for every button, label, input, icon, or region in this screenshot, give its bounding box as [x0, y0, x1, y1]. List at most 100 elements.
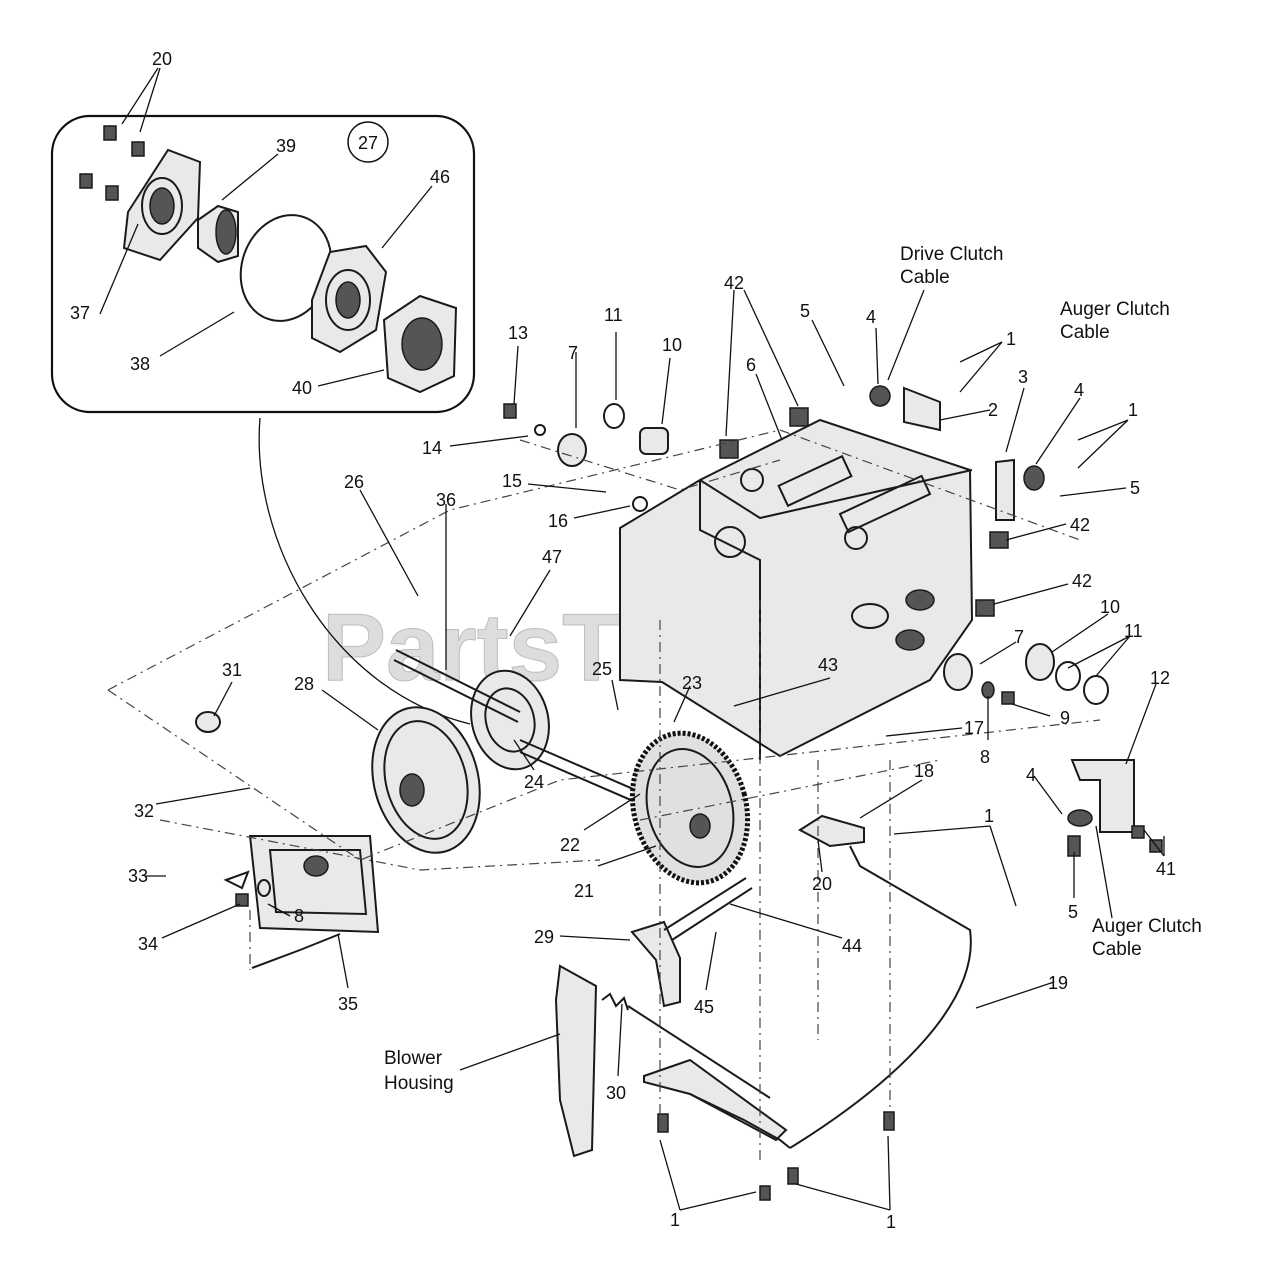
callout-1-top: 1 [1006, 329, 1016, 349]
callout-22: 22 [560, 835, 580, 855]
callout-29: 29 [534, 927, 554, 947]
callout-34: 34 [138, 934, 158, 954]
shaft-24 [519, 739, 641, 805]
svg-text:Auger Clutch: Auger Clutch [1060, 299, 1170, 320]
assembly-circle-27 [347, 121, 389, 163]
lever-29 [630, 920, 681, 1008]
callout-18: 18 [914, 761, 934, 781]
callout-36: 36 [436, 490, 456, 510]
caption-auger-clutch-cable-bottom: Auger Clutch Cable [1092, 916, 1202, 960]
callout-1-bottom-right: 1 [886, 1212, 896, 1232]
blower-housing-bracket [554, 964, 598, 1158]
washer-8-left [257, 879, 271, 897]
spring-35 [251, 933, 341, 969]
callout-41: 41 [1156, 859, 1176, 879]
callout-1-low: 1 [984, 806, 994, 826]
callout-20-inset: 20 [152, 49, 172, 69]
callout-32: 32 [134, 801, 154, 821]
svg-text:Cable: Cable [900, 267, 950, 288]
callout-15: 15 [502, 471, 522, 491]
top-shaft-parts [503, 403, 669, 512]
callout-12: 12 [1150, 668, 1170, 688]
right-shaft-parts [943, 643, 1109, 705]
cover-33 [223, 835, 380, 934]
callout-1-bottom-left: 1 [670, 1210, 680, 1230]
callout-8-left: 8 [294, 906, 304, 926]
plate-18 [798, 814, 865, 848]
svg-text:Drive Clutch: Drive Clutch [900, 244, 1003, 265]
callout-labels: 20 27 39 46 37 38 40 13 7 11 10 14 15 16… [70, 49, 1176, 1232]
callout-21: 21 [574, 881, 594, 901]
bearings-42 [719, 407, 1009, 617]
gear-22 [629, 730, 751, 886]
callout-8-right: 8 [980, 747, 990, 767]
callout-44: 44 [842, 936, 862, 956]
bracket-12 [1067, 759, 1163, 857]
callout-4-low: 4 [1026, 765, 1036, 785]
spring-30 [601, 992, 771, 1099]
callout-7-top: 7 [568, 343, 578, 363]
callout-5-low: 5 [1068, 902, 1078, 922]
bottom-bolts [657, 1111, 895, 1201]
callout-33: 33 [128, 866, 148, 886]
callout-10-right: 10 [1100, 597, 1120, 617]
callout-10-top: 10 [662, 335, 682, 355]
callout-19: 19 [1048, 973, 1068, 993]
callout-14: 14 [422, 438, 442, 458]
callout-46: 46 [430, 167, 450, 187]
svg-text:Housing: Housing [384, 1073, 454, 1094]
callout-6: 6 [746, 355, 756, 375]
callout-3: 3 [1018, 367, 1028, 387]
svg-text:Cable: Cable [1060, 322, 1110, 343]
callout-37: 37 [70, 303, 90, 323]
housing-19 [789, 845, 972, 1149]
wheel-28 [371, 706, 481, 854]
bushing-31 [195, 711, 221, 733]
callout-25: 25 [592, 659, 612, 679]
callout-5-top: 5 [800, 301, 810, 321]
callout-42-mid: 42 [1070, 515, 1090, 535]
callout-20-main: 20 [812, 874, 832, 894]
nut-34 [235, 893, 249, 907]
svg-text:Cable: Cable [1092, 939, 1142, 960]
callout-42-low: 42 [1072, 571, 1092, 591]
inset-plate-37 [122, 148, 202, 262]
callout-17: 17 [964, 718, 984, 738]
auger-frame [619, 418, 974, 760]
callout-39: 39 [276, 136, 296, 156]
callout-45: 45 [694, 997, 714, 1017]
callout-43: 43 [818, 655, 838, 675]
inset-bracket-40 [382, 294, 458, 394]
callout-9: 9 [1060, 708, 1070, 728]
caption-blower-housing: Blower Housing [384, 1048, 454, 1094]
callout-23: 23 [682, 673, 702, 693]
callout-11-right: 11 [1124, 621, 1143, 641]
callout-35: 35 [338, 994, 358, 1014]
inset-panel [50, 114, 476, 414]
callout-16: 16 [548, 511, 568, 531]
callout-7-right: 7 [1014, 627, 1024, 647]
svg-text:Blower: Blower [384, 1048, 443, 1069]
inset-fasteners-20 [79, 125, 145, 201]
callout-4-mid: 4 [1074, 380, 1084, 400]
caption-drive-clutch-cable: Drive Clutch Cable [900, 244, 1003, 288]
callout-27: 27 [358, 133, 378, 153]
callout-38: 38 [130, 354, 150, 374]
caption-auger-clutch-cable-top: Auger Clutch Cable [1060, 299, 1170, 343]
callout-26: 26 [344, 472, 364, 492]
svg-text:Auger Clutch: Auger Clutch [1092, 916, 1202, 937]
alignment-lines [107, 429, 1101, 1160]
callout-28: 28 [294, 674, 314, 694]
callout-11-top: 11 [604, 305, 623, 325]
callout-24: 24 [524, 772, 544, 792]
callout-42-top: 42 [724, 273, 744, 293]
callout-30: 30 [606, 1083, 626, 1103]
bottom-plate [643, 1058, 788, 1142]
callout-31: 31 [222, 660, 242, 680]
callout-2: 2 [988, 400, 998, 420]
inset-hub-39 [197, 204, 239, 264]
callout-13: 13 [508, 323, 528, 343]
shaft-36 [393, 649, 521, 723]
inset-plate-46 [311, 244, 388, 354]
